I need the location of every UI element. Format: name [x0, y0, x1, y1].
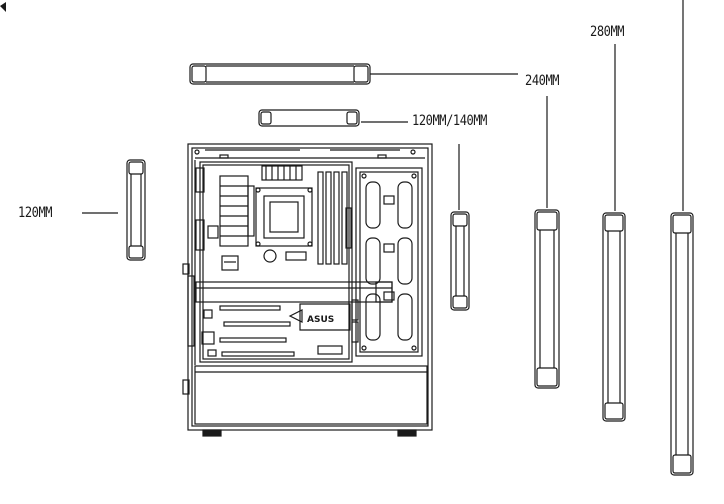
label-120mm-140mm: 120MM/140MM — [412, 113, 488, 129]
label-240mm: 240MM — [525, 73, 560, 89]
radiator-280-front — [602, 212, 626, 422]
motherboard-brand: ASUS — [307, 315, 334, 325]
pc-case — [182, 143, 433, 437]
radiator-240-top — [189, 63, 371, 85]
corner-mark — [0, 2, 6, 12]
label-120mm-left: 120MM — [18, 205, 53, 221]
radiator-120-140-top — [258, 109, 360, 127]
radiator-360-front — [670, 212, 694, 476]
radiator-120-140-front — [450, 211, 470, 311]
vrm-heatsink — [219, 175, 255, 247]
label-280mm: 280MM — [590, 24, 625, 40]
cpu-socket — [255, 187, 313, 247]
front-fan-mount — [355, 167, 423, 357]
ram-slots — [317, 171, 348, 265]
gpu — [195, 281, 393, 303]
radiator-240-front — [534, 209, 560, 389]
radiator-120-left — [126, 159, 146, 261]
